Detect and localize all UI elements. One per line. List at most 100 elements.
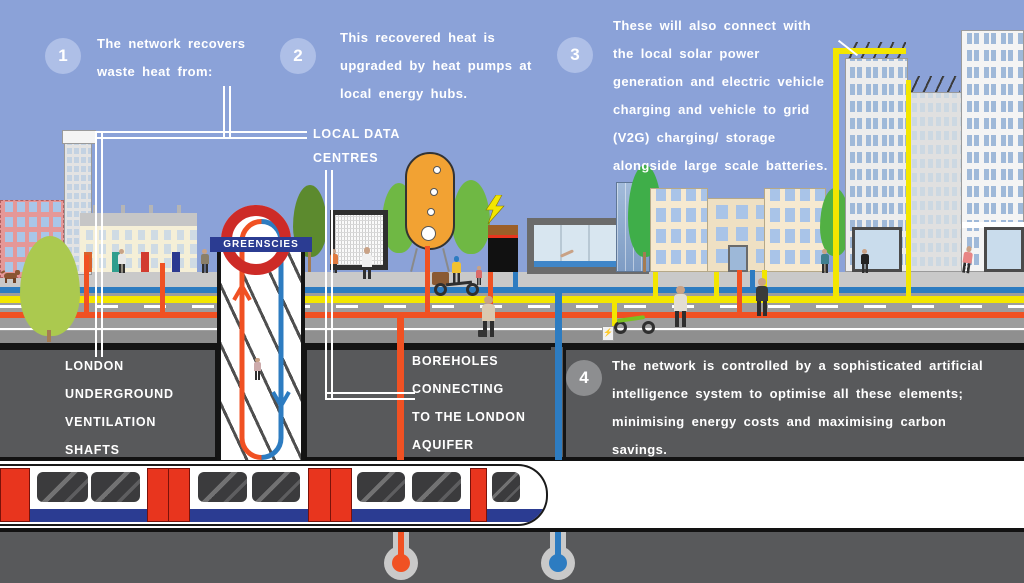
tree-trunk	[47, 330, 51, 342]
tree	[452, 180, 490, 254]
road-centre-line	[0, 305, 1024, 308]
step-4-badge: 4	[566, 360, 602, 396]
train-doors	[0, 468, 30, 522]
borehole-cold-pipe	[555, 347, 562, 460]
underground-block-left	[0, 347, 218, 462]
heat-pipe-horizontal	[0, 312, 1024, 318]
terrace-door-navy	[172, 252, 180, 272]
train-window	[492, 472, 520, 502]
person-figure	[201, 249, 209, 274]
cold-probe-core-bulb	[549, 554, 567, 572]
e-bike-wheel	[642, 321, 655, 334]
bottom-stratum	[0, 532, 1024, 583]
train-window	[412, 472, 461, 502]
skyscraper-right-band	[961, 222, 1024, 228]
person-figure	[330, 249, 338, 274]
e-bike-wheel	[614, 321, 627, 334]
local-data-centres-label: LOCAL DATA CENTRES	[313, 127, 401, 165]
electric-connection	[612, 300, 617, 328]
electric-riser-vertical	[906, 80, 911, 300]
underground-block-right	[563, 347, 1024, 462]
heat-probe-core-bulb	[392, 554, 410, 572]
underground-block-mid	[304, 347, 554, 462]
terrace-door-red	[141, 252, 149, 272]
cold-connection	[513, 272, 518, 293]
leader-line	[325, 392, 415, 400]
step-3-badge: 3	[557, 37, 593, 73]
ev-charge-point: ⚡	[602, 326, 614, 341]
ventilation-shaft	[217, 240, 305, 460]
office-entrance-door	[728, 245, 748, 272]
train-door	[470, 468, 487, 522]
tank-porthole	[430, 188, 438, 196]
electric-riser-vertical	[833, 48, 839, 300]
cold-pipe-horizontal	[0, 287, 1024, 293]
person-figure-briefcase	[482, 296, 495, 337]
heat-connection	[425, 246, 430, 318]
arrow-down-icon	[271, 391, 291, 411]
boreholes-label: BOREHOLES CONNECTING TO THE LONDON AQUIF…	[412, 354, 526, 452]
step-3-text: These will also connect with the local s…	[613, 18, 828, 173]
heat-connection	[84, 255, 89, 318]
electric-connection	[653, 272, 658, 303]
step-2-text: This recovered heat is upgraded by heat …	[340, 30, 532, 101]
tank-porthole	[433, 166, 441, 174]
train-window	[37, 472, 88, 502]
cargo-bike	[430, 256, 490, 298]
terrace-door-teal	[112, 252, 120, 272]
road-lower-band	[0, 331, 1024, 343]
tree-trunk	[643, 252, 646, 272]
person-figure	[362, 247, 373, 280]
lightning-bolt-icon	[485, 195, 505, 225]
train-window	[91, 472, 140, 502]
step-2-badge: 2	[280, 38, 316, 74]
battery-top	[488, 225, 518, 235]
storefront-glass	[984, 227, 1024, 272]
underground-train	[0, 464, 548, 526]
road-edge-line	[0, 328, 1024, 330]
arrow-up-icon	[232, 281, 252, 301]
leader-line	[95, 131, 103, 353]
step-1-text: The network recovers waste heat from:	[97, 36, 246, 79]
person-figure	[861, 249, 869, 274]
pool-water	[534, 261, 642, 267]
leader-line	[95, 131, 307, 139]
pavement	[0, 272, 1024, 288]
step-4-text: The network is controlled by a sophistic…	[612, 358, 983, 457]
dog-figure	[0, 270, 20, 284]
heat-probe-core	[398, 532, 404, 558]
roundel-label: GREENSCIES	[223, 239, 299, 250]
heat-connection	[488, 272, 493, 318]
tall-tower-left-cap	[62, 130, 96, 144]
ventilation-shafts-label: LONDON UNDERGROUND VENTILATION SHAFTS	[65, 359, 174, 457]
road	[0, 288, 1024, 331]
person-figure	[756, 278, 768, 316]
heat-connection	[160, 263, 165, 318]
leader-line	[325, 170, 333, 400]
terrace-chimney	[121, 205, 125, 213]
tree-trunk	[308, 252, 311, 272]
tank-leg	[410, 248, 418, 272]
tank-porthole	[427, 208, 435, 216]
storefront-glass	[852, 227, 902, 272]
office-block-right	[764, 188, 826, 272]
skyscraper-middle	[908, 92, 962, 272]
data-centre-box	[330, 210, 388, 270]
heat-connection	[737, 270, 742, 318]
electric-connection	[714, 272, 719, 303]
leader-line	[95, 347, 103, 357]
street-underground-border	[0, 343, 1024, 347]
person-figure	[821, 249, 829, 274]
briefcase	[478, 330, 487, 337]
train-stripe	[0, 509, 546, 522]
escalator-person-figure	[254, 358, 261, 380]
train-window	[252, 472, 300, 502]
cold-connection	[750, 270, 755, 293]
solar-panels-icon	[908, 76, 960, 92]
office-block-left	[650, 188, 708, 272]
roundel-bar: GREENSCIES	[210, 237, 312, 252]
battery-store	[488, 238, 518, 272]
cold-probe-core	[555, 532, 561, 558]
train-window	[198, 472, 247, 502]
